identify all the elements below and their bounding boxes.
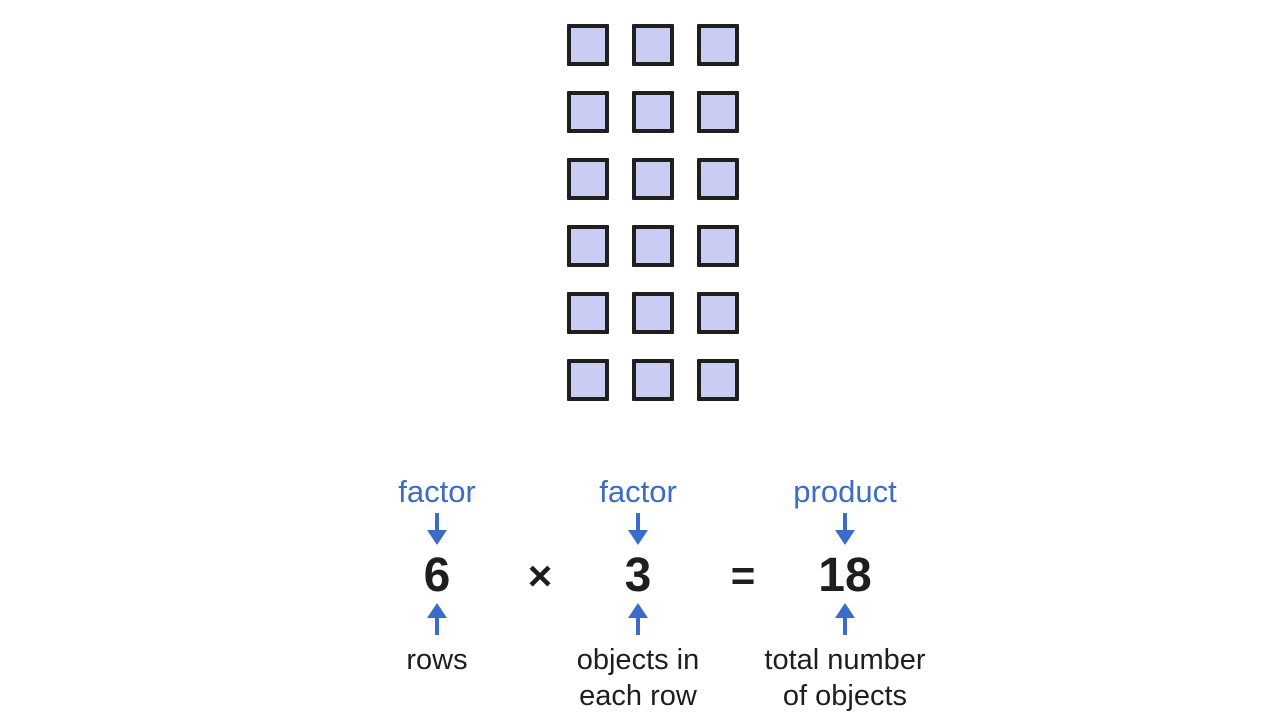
rows-caption: rows xyxy=(406,642,467,678)
array-square xyxy=(632,359,674,401)
arrow-down-icon xyxy=(628,513,648,545)
total-number-of-objects-caption: total number of objects xyxy=(764,642,925,714)
arrow-down-icon xyxy=(835,513,855,545)
array-square xyxy=(632,158,674,200)
array-square xyxy=(632,24,674,66)
array-square xyxy=(697,292,739,334)
factor-value: 6 xyxy=(423,549,451,602)
array-square xyxy=(567,158,609,200)
objects-in-each-row-caption: objects in each row xyxy=(577,642,700,714)
array-square xyxy=(567,225,609,267)
array-square xyxy=(567,24,609,66)
factor-label: factor xyxy=(599,474,677,509)
caption-line: each row xyxy=(579,680,697,712)
array-square xyxy=(567,91,609,133)
factor-value: 3 xyxy=(624,549,652,602)
caption-line: objects in xyxy=(576,644,700,676)
arrow-down-icon xyxy=(427,513,447,545)
factor-column-rows: factor 6 rows xyxy=(327,476,547,678)
arrow-up-icon xyxy=(628,603,648,635)
array-square xyxy=(632,225,674,267)
arrow-up-icon xyxy=(427,603,447,635)
array-square xyxy=(567,292,609,334)
array-square xyxy=(697,359,739,401)
equals-sign: = xyxy=(730,552,756,599)
array-square xyxy=(632,91,674,133)
caption-line: of objects xyxy=(782,680,908,712)
array-square xyxy=(632,292,674,334)
array-square xyxy=(697,225,739,267)
array-square xyxy=(697,24,739,66)
product-value: 18 xyxy=(818,549,872,602)
caption-line: rows xyxy=(406,644,468,676)
product-column-total: product 18 total number of objects xyxy=(735,476,955,714)
multiply-sign: × xyxy=(527,552,553,599)
product-label: product xyxy=(793,474,897,509)
arrow-up-icon xyxy=(835,603,855,635)
caption-line: total number xyxy=(764,644,926,676)
array-square xyxy=(697,91,739,133)
factor-label: factor xyxy=(398,474,476,509)
array-square xyxy=(567,359,609,401)
factor-column-objects: factor 3 objects in each row xyxy=(528,476,748,714)
array-square xyxy=(697,158,739,200)
array-grid xyxy=(567,24,739,401)
